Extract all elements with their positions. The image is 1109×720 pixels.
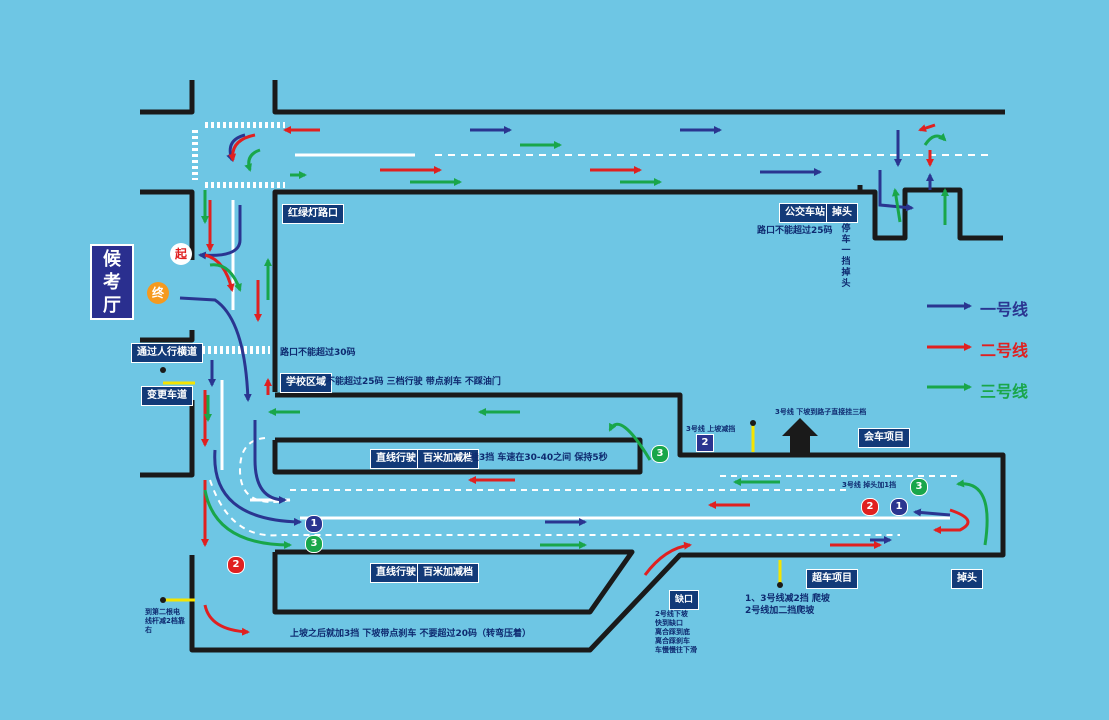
gap-note-5: 车慢慢往下滑: [655, 646, 697, 654]
intersection-speed-note: 路口不能超过25码: [757, 226, 833, 236]
waiting-hall: 候 考 厅: [90, 244, 134, 320]
marker-route3-c: 3: [910, 478, 928, 496]
hill-route2-note: 3号线 上坡减挡: [686, 425, 736, 433]
school-rules-note: 不能超过25码 三档行驶 带点刹车 不踩油门: [326, 377, 501, 387]
gear-speed-note: 挂3挡 车速在30-40之间 保持5秒: [470, 453, 608, 463]
bottom-note-1: 1、3号线减2挡 爬坡: [745, 594, 830, 604]
left-pole-note: 到第二根电线杆减2档靠右: [145, 608, 185, 634]
legend-route-1: 一号线: [980, 300, 1029, 319]
legend-route-2: 二号线: [980, 341, 1029, 360]
hall-char-3: 厅: [103, 295, 121, 316]
marker-route2-square: 2: [696, 434, 714, 452]
gap-label: 缺口: [669, 590, 700, 610]
poles: [163, 381, 782, 602]
traffic-light-label: 红绿灯路口: [282, 204, 344, 224]
end-badge: 终: [147, 282, 169, 304]
lane-change-label: 变更车道: [141, 386, 193, 406]
route3-down-note: 3号线 下坡到路子直接挂三档: [775, 408, 867, 416]
gap-note-1: 2号线下坡: [655, 610, 688, 618]
straight-drive-label-2: 直线行驶: [370, 563, 422, 583]
marker-route3-a: 3: [305, 535, 323, 553]
crosswalk-label: 通过人行横道: [131, 343, 203, 363]
meeting-label: 会车项目: [858, 428, 910, 448]
marker-route1-a: 1: [305, 515, 323, 533]
overtake-label: 超车项目: [806, 569, 858, 589]
road-borders: [140, 80, 1006, 653]
intersection-speed-30-note: 路口不能超过30码: [280, 348, 356, 358]
marker-route1-b: 1: [890, 498, 908, 516]
hall-char-2: 考: [103, 272, 121, 293]
direction-arrow-icon: [782, 418, 818, 455]
gap-note-4: 离合踩刹车: [655, 637, 690, 645]
marker-route2-a: 2: [227, 556, 245, 574]
gear-shift-label-1: 百米加减档: [417, 449, 479, 469]
bottom-rule-note: 上坡之后就加3挡 下坡带点刹车 不要超过20码（转弯压着）: [290, 629, 532, 639]
u-turn-top-label: 掉头: [826, 203, 858, 223]
legend-route-3: 三号线: [980, 382, 1029, 401]
gap-note-2: 快到缺口: [655, 619, 683, 627]
start-badge: 起: [170, 243, 192, 265]
school-zone-label: 学校区域: [280, 373, 332, 393]
route-3-arrows: [201, 132, 989, 549]
gap-note-3: 离合踩到底: [655, 628, 690, 636]
route-2-arrows: [201, 123, 970, 636]
marker-route3-b: 3: [651, 445, 669, 463]
route-1-arrows: [179, 126, 951, 544]
gear-shift-label-2: 百米加减档: [417, 563, 479, 583]
hall-char-1: 候: [103, 249, 121, 270]
bottom-note-2: 2号线加二挡爬坡: [745, 606, 815, 616]
marker-route2-b: 2: [861, 498, 879, 516]
pole-tops: [160, 367, 783, 603]
u-turn-bottom-label: 掉头: [951, 569, 983, 589]
straight-drive-label-1: 直线行驶: [370, 449, 422, 469]
route3-reverse-note: 3号线 掉头加1挡: [842, 481, 897, 489]
stop-u-turn-note: 停车一挡掉头: [841, 224, 851, 289]
legend-arrows: [927, 302, 972, 391]
bus-stop-label: 公交车站: [779, 203, 831, 223]
